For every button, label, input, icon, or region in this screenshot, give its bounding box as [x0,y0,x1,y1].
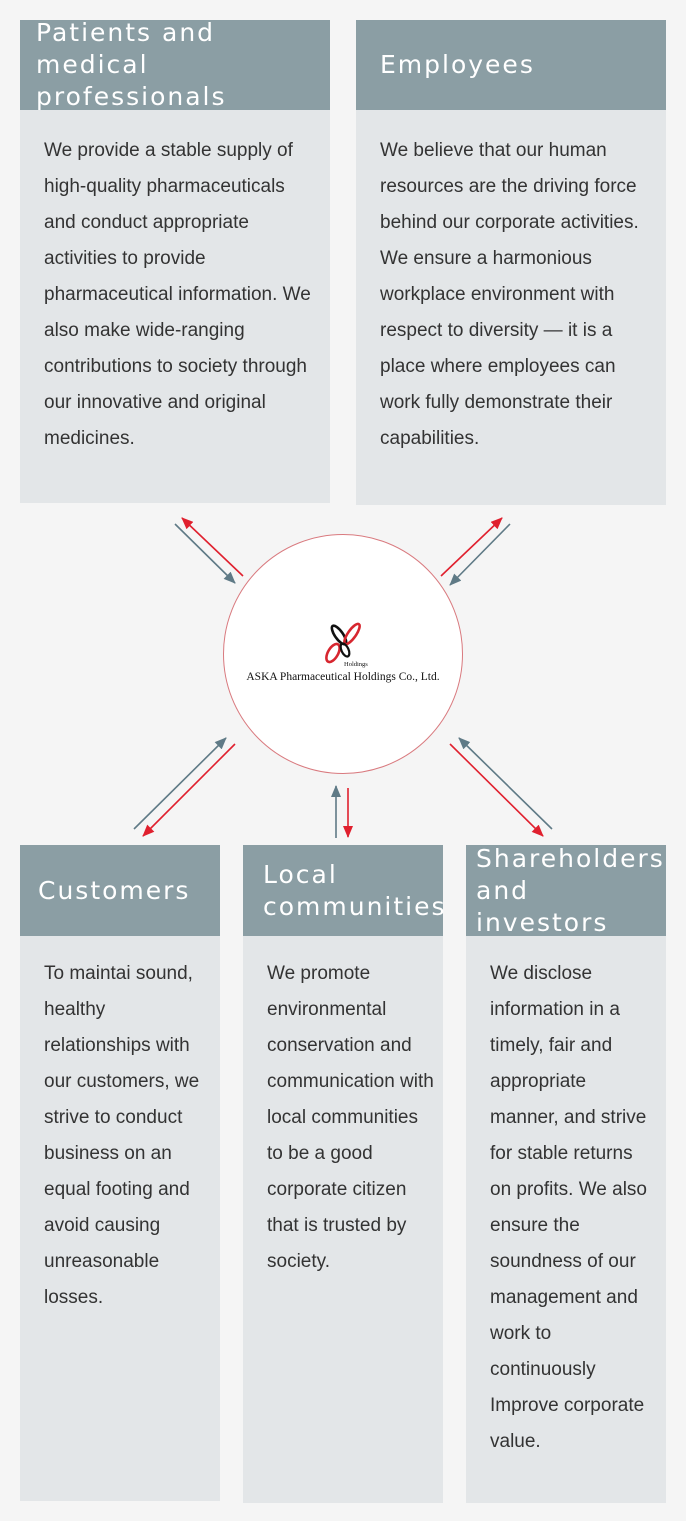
card-body: To maintai sound, healthy relationships … [20,936,220,1316]
card-paragraph: We ensure a harmonious workplace environ… [380,248,616,449]
stakeholder-card-local-communities: Local communities We promote environment… [243,845,445,1503]
card-body: We provide a stable supply of high-quali… [20,110,330,457]
card-title-text: Patients and medical professionals [36,18,227,111]
card-paragraph: We promote environmental conservation an… [267,963,434,1272]
card-title: Shareholders and investors [466,843,666,937]
card-title: Employees [356,20,666,110]
card-title-text: Customers [38,875,191,905]
arrow-from-customers [133,737,227,830]
stakeholder-card-shareholders: Shareholders and investors We disclose i… [466,843,666,1503]
company-logo-icon: Holdings [325,622,368,668]
company-circle: Holdings ASKA Pharmaceutical Holdings Co… [223,534,463,774]
card-paragraph: We provide a stable supply of high-quali… [44,140,311,449]
arrow-to-customers [142,743,236,837]
card-title: Patients and medical professionals [20,18,330,111]
arrow-from-patients [174,523,236,584]
logo-holdings-text: Holdings [344,661,368,668]
arrow-to-shareholders [449,743,544,837]
card-title: Customers [20,845,220,936]
arrow-from-employees [449,523,511,586]
card-paragraph: We believe that our human resources are … [380,140,639,233]
stakeholder-card-customers: Customers To maintai sound, healthy rela… [20,845,220,1501]
arrow-to-employees [440,517,503,577]
card-body: We disclose information in a timely, fai… [466,936,666,1460]
stakeholder-card-employees: Employees We believe that our human reso… [356,20,666,505]
card-title-text: Local communities [263,859,447,921]
arrow-to-patients [181,517,244,577]
card-title: Local communities [243,845,445,936]
card-body: We promote environmental conservation an… [243,936,443,1280]
card-paragraph: To maintai sound, healthy relationships … [44,963,200,1308]
card-body: We believe that our human resources are … [356,110,666,457]
card-paragraph: We disclose information in a timely, fai… [490,963,648,1452]
stakeholder-card-patients: Patients and medical professionals We pr… [20,18,330,503]
company-name: ASKA Pharmaceutical Holdings Co., Ltd. [246,670,440,683]
card-title-text: Employees [380,50,535,79]
arrow-from-shareholders [458,737,553,830]
card-title-text: Shareholders and investors [476,843,665,937]
